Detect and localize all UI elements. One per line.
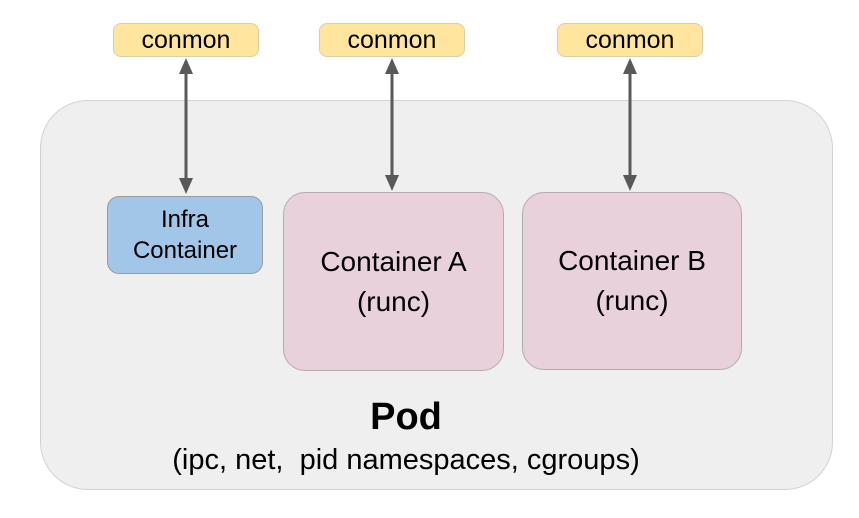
container-a-box: Container A (runc) [283, 192, 504, 371]
conmon-node-1: conmon [113, 23, 259, 57]
container-b-box: Container B (runc) [522, 192, 742, 370]
conmon-label: conmon [585, 26, 675, 54]
conmon-node-3: conmon [557, 23, 703, 57]
pod-subtitle: (ipc, net, pid namespaces, cgroups) [172, 444, 640, 476]
infra-container-box: Infra Container [107, 196, 263, 274]
container-a-name: Container A [320, 245, 467, 277]
container-b-name: Container B [558, 245, 706, 276]
pod-label-block: Pod (ipc, net, pid namespaces, cgroups) [40, 394, 772, 480]
container-a-runtime: (runc) [356, 285, 431, 317]
conmon-node-2: conmon [319, 23, 465, 57]
conmon-label: conmon [141, 26, 231, 54]
container-b-runtime: (runc) [595, 285, 669, 316]
pod-title: Pod [370, 396, 442, 438]
infra-container-label: Infra Container [132, 206, 238, 264]
conmon-label: conmon [347, 26, 437, 54]
